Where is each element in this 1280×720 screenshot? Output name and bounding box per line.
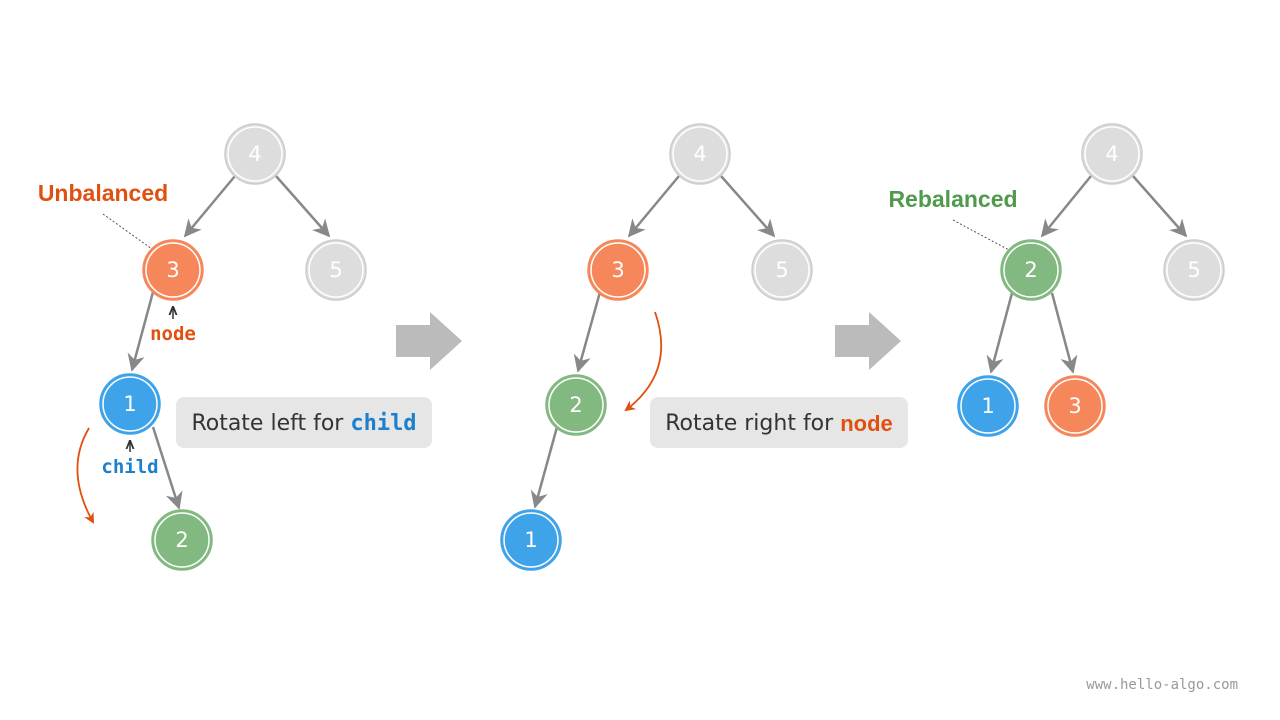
node-value: 3	[1068, 394, 1081, 418]
stage-3: 4 2 5 1 3 Rebalanced	[888, 123, 1225, 437]
tree-node-1: 1	[957, 375, 1019, 437]
tree-node-3: 3	[587, 239, 649, 301]
stage-1: 4 3 5 1 2 Unbalanced node child	[38, 123, 432, 571]
node-value: 3	[611, 258, 624, 282]
node-value: 2	[175, 528, 188, 552]
stage-transition-arrow-2	[835, 312, 901, 370]
edge-4-2	[1040, 175, 1092, 238]
stage-transition-arrow-1	[396, 312, 462, 370]
tree-node-1: 1	[500, 509, 562, 571]
rotate-left-curve-arrow	[76, 427, 95, 524]
tree-node-2: 2	[545, 374, 607, 436]
node-value: 1	[524, 528, 537, 552]
unbalanced-leader-line	[102, 213, 153, 250]
edge-3-2	[573, 291, 602, 373]
caption-box-rotate-right: Rotate right for node	[650, 397, 908, 448]
node-value: 5	[1187, 258, 1200, 282]
stage-2: 4 3 5 2 1 Rotate right for node	[500, 123, 908, 571]
node-value: 1	[981, 394, 994, 418]
rebalanced-leader-line	[952, 219, 1010, 251]
edge-2-1	[530, 426, 559, 509]
node-value: 5	[775, 258, 788, 282]
edge-4-5	[275, 175, 331, 238]
node-value: 1	[123, 392, 136, 416]
node-value: 4	[693, 142, 706, 166]
child-pointer-label: child	[101, 456, 158, 478]
node-value: 3	[166, 258, 179, 282]
tree-node-4: 4	[224, 123, 286, 185]
rotate-right-curve-arrow	[624, 311, 663, 412]
tree-node-5: 5	[305, 239, 367, 301]
node-value: 2	[1024, 258, 1037, 282]
edge-4-5	[1132, 175, 1188, 238]
edge-4-3	[183, 175, 236, 238]
caption-text: Rotate left for child	[191, 411, 416, 436]
edge-2-1	[986, 292, 1014, 374]
node-value: 2	[569, 393, 582, 417]
edge-1-2	[151, 426, 183, 510]
edge-3-1	[127, 291, 155, 372]
node-pointer-label: node	[150, 323, 196, 345]
tree-node-5: 5	[1163, 239, 1225, 301]
node-value: 5	[329, 258, 342, 282]
edge-4-3	[627, 175, 680, 238]
edge-2-3	[1050, 292, 1078, 374]
tree-node-4: 4	[669, 123, 731, 185]
node-value: 4	[248, 142, 261, 166]
tree-node-3: 3	[1044, 375, 1106, 437]
caption-text: Rotate right for node	[665, 411, 893, 436]
tree-node-4: 4	[1081, 123, 1143, 185]
tree-node-1: 1	[99, 373, 161, 435]
tree-node-2: 2	[151, 509, 213, 571]
tree-node-5: 5	[751, 239, 813, 301]
rebalanced-label: Rebalanced	[888, 186, 1017, 212]
unbalanced-label: Unbalanced	[38, 180, 168, 206]
tree-node-3: 3	[142, 239, 204, 301]
edge-4-5	[720, 175, 776, 238]
caption-box-rotate-left: Rotate left for child	[176, 397, 432, 448]
watermark: www.hello-algo.com	[1086, 677, 1238, 693]
node-value: 4	[1105, 142, 1118, 166]
tree-node-2: 2	[1000, 239, 1062, 301]
